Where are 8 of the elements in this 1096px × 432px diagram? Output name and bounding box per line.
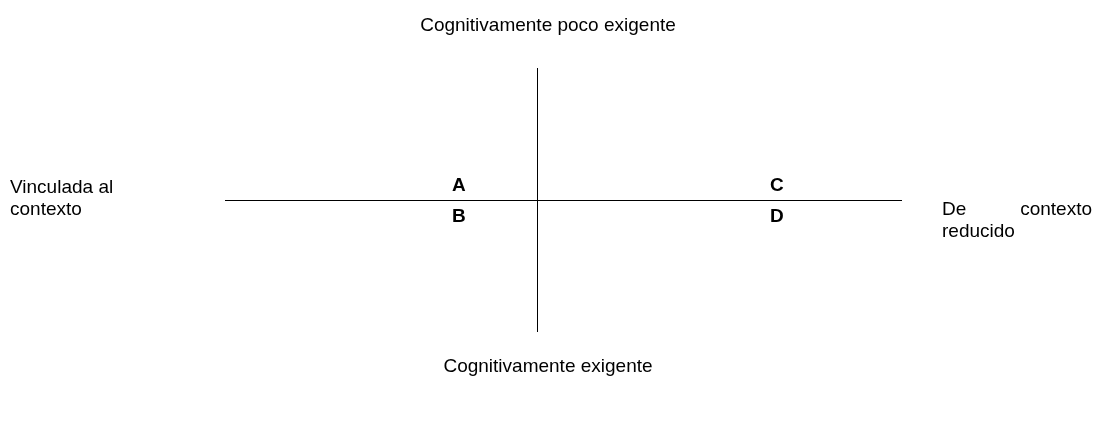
quadrant-letter: A (452, 174, 466, 196)
quadrant-letter: D (770, 205, 784, 227)
axis-label: De contexto reducido (942, 198, 1092, 242)
quadrant-letter: C (770, 174, 784, 196)
axis-label: Vinculada al contexto (10, 176, 115, 220)
axis-label: Cognitivamente exigente (443, 355, 653, 377)
axis-label: Cognitivamente poco exigente (420, 14, 676, 36)
quadrant-letter: B (452, 205, 466, 227)
